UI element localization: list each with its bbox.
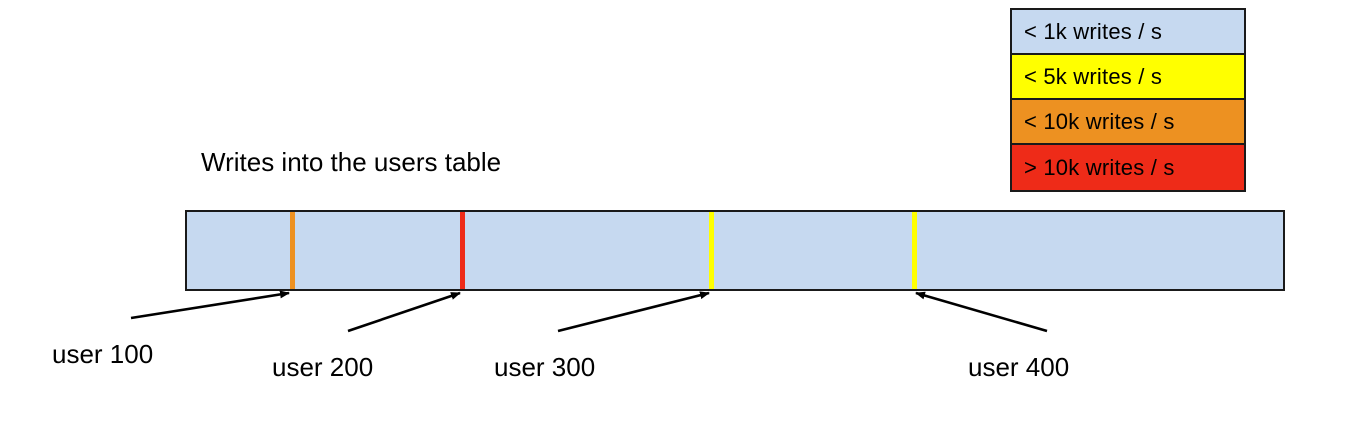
legend-row: < 1k writes / s [1012, 10, 1244, 55]
marker-user-200 [459, 212, 465, 289]
bar-body [185, 210, 1285, 291]
legend-row-label: < 10k writes / s [1024, 108, 1175, 134]
legend-row: < 10k writes / s [1012, 100, 1244, 145]
annotation-label-user-400: user 400 [968, 352, 1070, 382]
write-rate-legend: < 1k writes / s < 5k writes / s < 10k wr… [1010, 8, 1246, 192]
legend-row: > 10k writes / s [1012, 145, 1244, 190]
annotation-label-user-200: user 200 [272, 352, 374, 382]
legend-row-label: > 10k writes / s [1024, 154, 1175, 180]
annotation-label-user-300: user 300 [494, 352, 596, 382]
users-table-keyrange-bar [185, 210, 1285, 291]
marker-user-100 [289, 212, 295, 289]
marker-user-300 [708, 212, 714, 289]
legend-row-label: < 5k writes / s [1024, 63, 1163, 89]
legend-row-label: < 1k writes / s [1024, 18, 1163, 44]
annotation-label-user-100: user 100 [52, 339, 154, 369]
chart-title: Writes into the users table [201, 147, 502, 177]
marker-user-400 [911, 212, 917, 289]
legend-row: < 5k writes / s [1012, 55, 1244, 100]
